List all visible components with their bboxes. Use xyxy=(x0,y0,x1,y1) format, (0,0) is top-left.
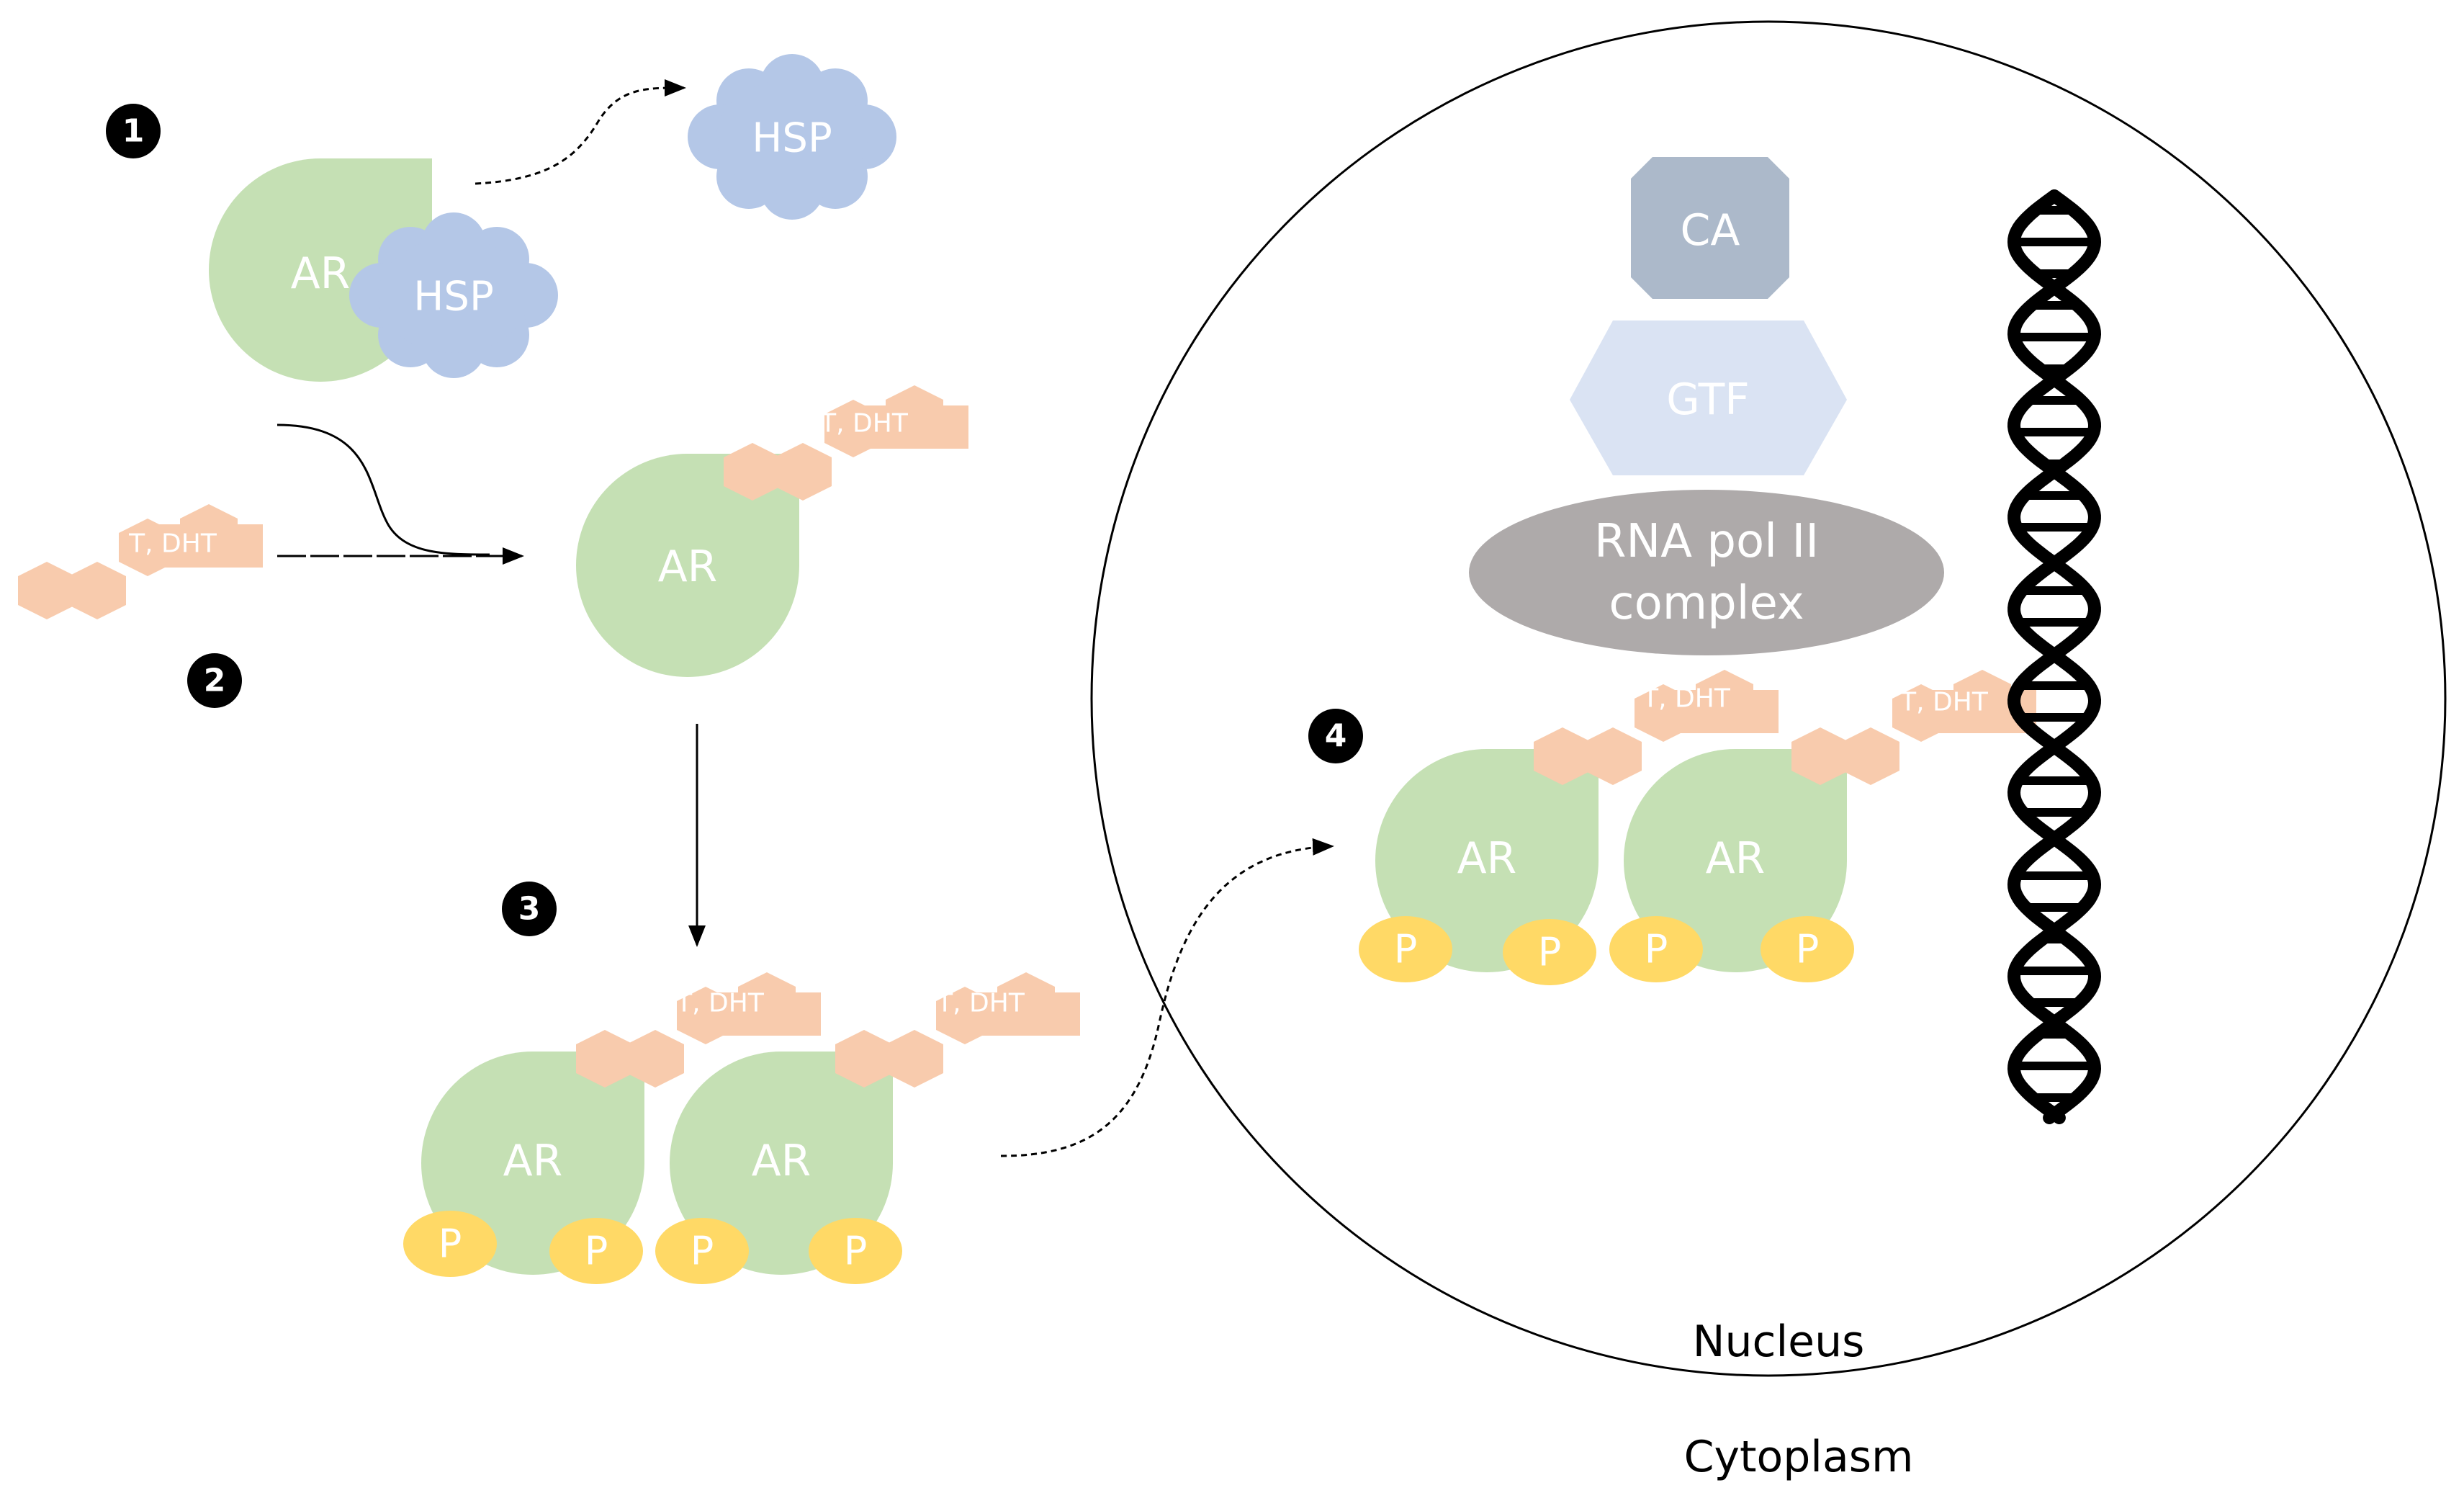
ar-hsp-complex: AR HSP xyxy=(209,158,558,382)
phospho-label: P xyxy=(691,1229,714,1274)
step-1-marker: 1 xyxy=(106,104,161,158)
ar-dimer-cytoplasm: AR T, DHT P P AR T, DHT P P xyxy=(403,972,1080,1284)
cytoplasm-label: Cytoplasm xyxy=(1684,1432,1914,1482)
step-2-label: 2 xyxy=(204,663,226,699)
ar-label: AR xyxy=(658,542,718,592)
nucleus-boundary xyxy=(1090,20,2447,1377)
ar-hormone-complex: AR T, DHT xyxy=(576,385,968,677)
phospho-label: P xyxy=(844,1229,868,1274)
free-hsp: HSP xyxy=(688,54,896,220)
ar-monomer-right: AR T, DHT P P xyxy=(1609,670,2036,982)
ar-label: AR xyxy=(1457,833,1517,884)
hormone-label: T, DHT xyxy=(128,529,217,559)
step-2-marker: 2 xyxy=(187,653,242,708)
hsp-label: HSP xyxy=(752,115,832,162)
hsp-release-arrow xyxy=(475,79,686,185)
ar-label: AR xyxy=(503,1136,563,1186)
hormone-label: T, DHT xyxy=(675,989,765,1018)
hormone-label: T, DHT xyxy=(1899,688,1989,717)
ar-to-binding-arrow xyxy=(276,423,490,556)
hormone-label: T, DHT xyxy=(819,409,909,439)
hormone-label: T, DHT xyxy=(1642,684,1731,714)
rna-pol-label: RNA pol II xyxy=(1594,515,1819,568)
phospho-label: P xyxy=(585,1229,608,1274)
dna-strand-b xyxy=(2007,189,2102,1124)
phospho-label: P xyxy=(1645,927,1668,972)
step-3-marker: 3 xyxy=(502,882,557,936)
ar-dimer-nucleus: AR T, DHT P P AR T, DHT P P xyxy=(1359,670,2036,985)
phospho-label: P xyxy=(1796,927,1820,972)
rna-pol-ii-complex: RNA pol II complex xyxy=(1469,490,1944,655)
ar-label: AR xyxy=(752,1136,811,1186)
phospho-label: P xyxy=(439,1221,462,1267)
phospho-label: P xyxy=(1394,927,1418,972)
ar-label: AR xyxy=(291,248,351,299)
hormone-label: T, DHT xyxy=(936,989,1025,1018)
ar-label: AR xyxy=(1706,833,1766,884)
general-transcription-factor: GTF xyxy=(1570,320,1847,475)
free-hormone: T, DHT xyxy=(18,504,263,619)
nucleus-label: Nucleus xyxy=(1693,1317,1865,1367)
step-4-label: 4 xyxy=(1325,718,1347,755)
ar-monomer-left: AR T, DHT P P xyxy=(1359,670,1779,985)
gtf-label: GTF xyxy=(1666,375,1750,425)
ar-monomer-right: AR T, DHT P P xyxy=(655,972,1080,1284)
dna-double-helix xyxy=(2007,189,2102,1124)
translocation-arrow xyxy=(1000,838,1334,1157)
phospho-label: P xyxy=(1538,930,1562,975)
step-1-label: 1 xyxy=(122,113,145,150)
complex-label: complex xyxy=(1609,577,1804,630)
hsp-label: HSP xyxy=(413,274,493,320)
ar-monomer-left: AR T, DHT P P xyxy=(403,972,821,1284)
coactivator: CA xyxy=(1631,157,1789,299)
ca-label: CA xyxy=(1681,205,1740,256)
step-4-marker: 4 xyxy=(1308,709,1363,763)
step-3-label: 3 xyxy=(518,891,541,928)
